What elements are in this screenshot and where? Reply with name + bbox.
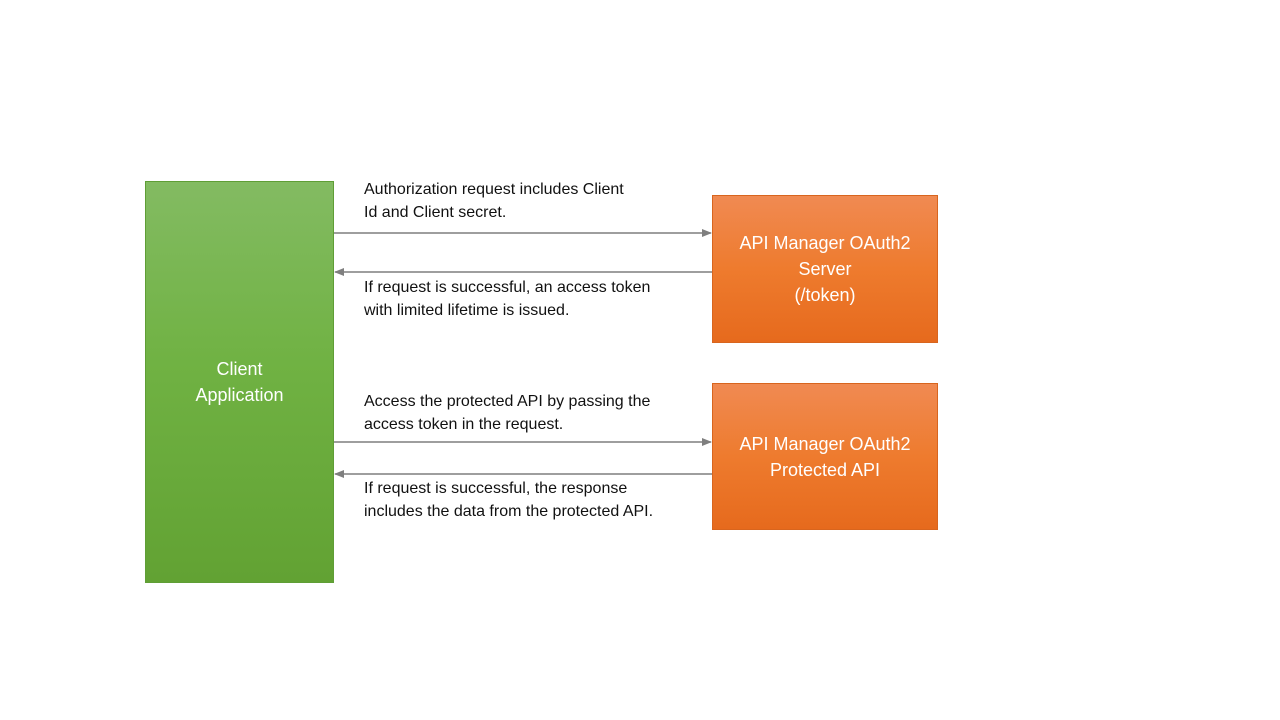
- token-response-note: If request is successful, an access toke…: [364, 279, 651, 319]
- auth-request-note: Authorization request includes Client Id…: [364, 181, 624, 221]
- client-application-label: Client Application: [195, 359, 284, 405]
- client-application-node: Client Application: [145, 181, 334, 583]
- api-response-note: If request is successful, the response i…: [364, 480, 654, 520]
- oauth2-server-node: API Manager OAuth2 Server (/token): [712, 195, 938, 343]
- protected-api-node: API Manager OAuth2 Protected API: [712, 383, 938, 530]
- oauth2-server-label: API Manager OAuth2 Server (/token): [739, 233, 911, 305]
- protected-api-label: API Manager OAuth2 Protected API: [739, 433, 911, 480]
- api-request-note: Access the protected API by passing the …: [364, 393, 651, 433]
